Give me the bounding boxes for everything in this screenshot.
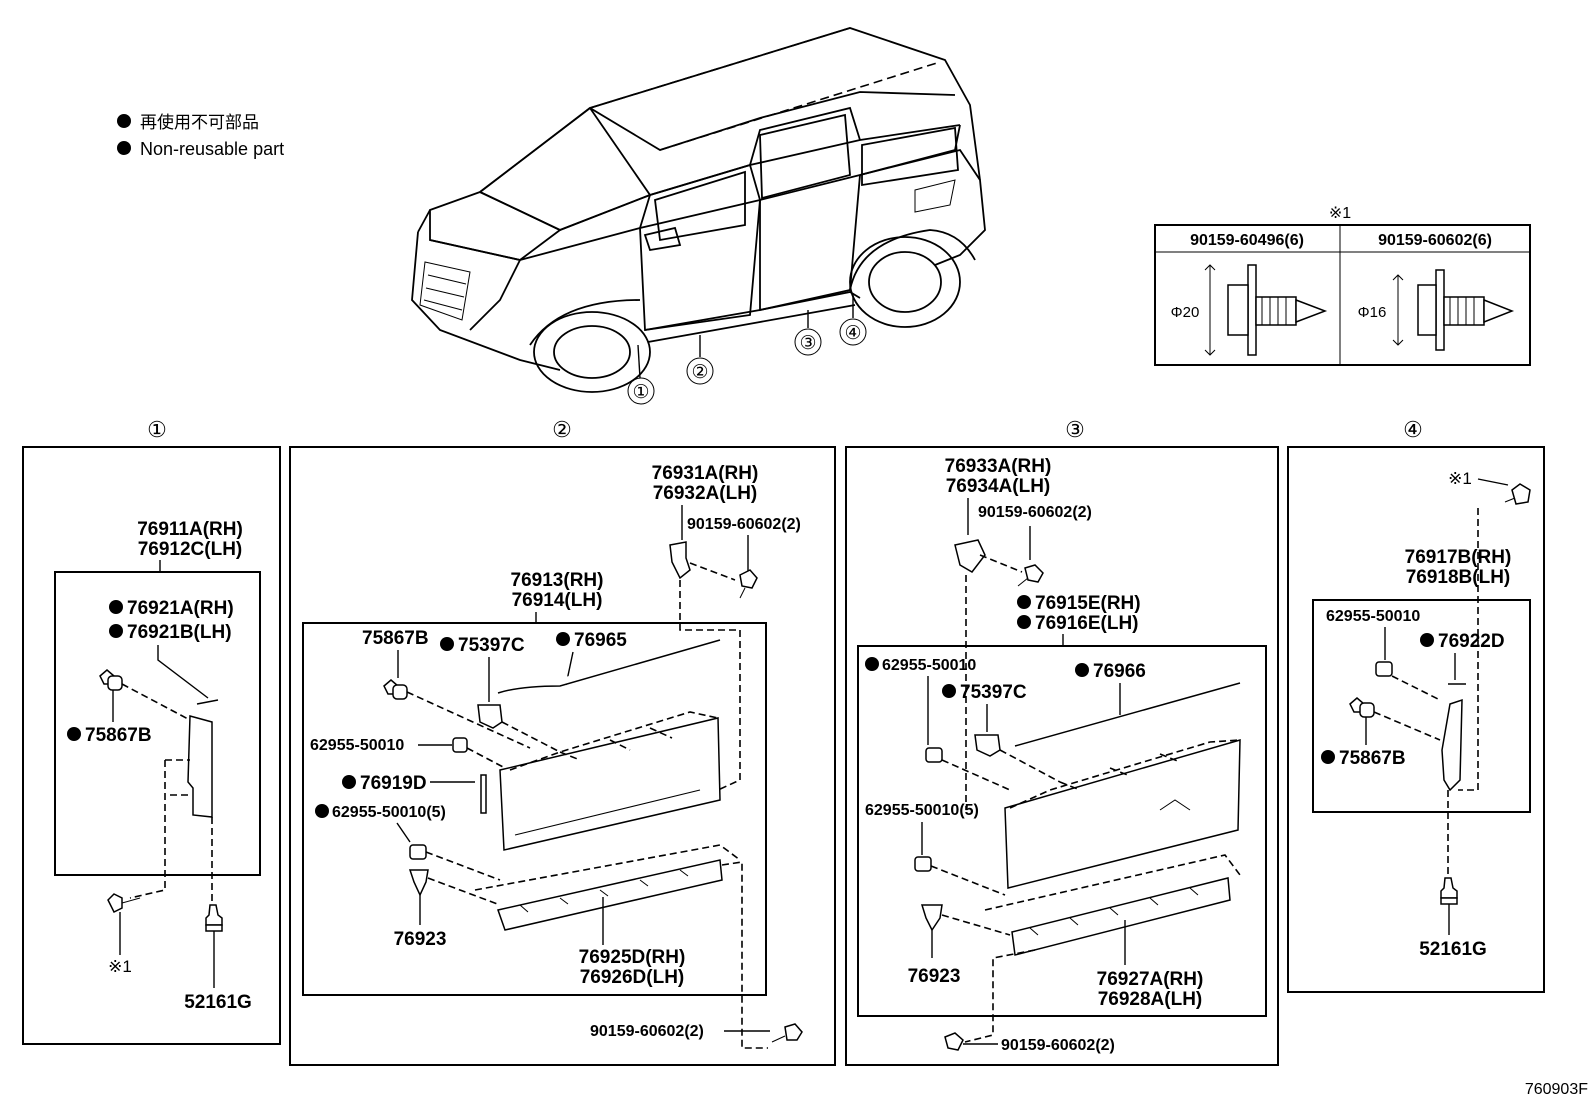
label-screw-top: 90159-60602(2) — [687, 516, 801, 533]
bullet-icon — [1075, 663, 1089, 677]
callout-2: ② — [691, 362, 708, 383]
panel-2: ② 76931A(RH) 76932A(LH) 90159-60602(2) 7… — [289, 417, 836, 1066]
table-col2-dim: Φ16 — [1358, 304, 1387, 321]
legend-en: Non-reusable part — [140, 139, 284, 159]
legend-jp: 再使用不可部品 — [140, 112, 259, 132]
label-bracket-rh: 76931A(RH) — [652, 463, 759, 484]
label-assy-lh: 76914(LH) — [512, 590, 603, 611]
label-screw-bottom: 90159-60602(2) — [1001, 1037, 1115, 1054]
label-p1-lh: 76921B(LH) — [127, 622, 232, 643]
legend: 再使用不可部品 Non-reusable part — [117, 112, 284, 159]
label-assy-lh: 76916E(LH) — [1035, 613, 1139, 634]
panel-3-title: ③ — [1065, 417, 1085, 442]
screw-icon — [1392, 269, 1515, 351]
label-grommet: 62955-50010 — [310, 737, 404, 754]
callout-1: ① — [632, 382, 649, 403]
label-clip-c: 76923 — [908, 966, 961, 987]
bullet-icon — [109, 600, 123, 614]
label-assy-lh: 76912C(LH) — [138, 539, 243, 560]
label-clip-b: 75397C — [960, 682, 1027, 703]
bullet-icon — [556, 632, 570, 646]
label-bottom: 52161G — [1419, 939, 1487, 960]
label-clip-b: 75397C — [458, 635, 525, 656]
label-bracket-lh: 76932A(LH) — [653, 483, 758, 504]
label-p1-rh: 76921A(RH) — [127, 598, 234, 619]
bullet-icon — [117, 141, 131, 155]
label-screw-bottom: 90159-60602(2) — [590, 1023, 704, 1040]
callout-4: ④ — [844, 323, 861, 344]
bullet-icon — [1017, 615, 1031, 629]
label-note: ※1 — [108, 957, 132, 976]
label-grommet: 62955-50010 — [882, 657, 976, 674]
table-col1-part: 90159-60496(6) — [1190, 232, 1304, 249]
figure-code: 760903F — [1525, 1081, 1588, 1098]
table-col2-part: 90159-60602(6) — [1378, 232, 1492, 249]
panel-4: ④ ※1 76917B(RH) 76918B(LH) 62955-50010 7… — [1287, 417, 1545, 993]
label-bracket-lh: 76934A(LH) — [946, 476, 1051, 497]
label-grommet: 62955-50010 — [1326, 608, 1420, 625]
bullet-icon — [1420, 633, 1434, 647]
label-assy-rh: 76915E(RH) — [1035, 593, 1141, 614]
label-tape: 76922D — [1438, 631, 1505, 652]
label-assy-rh: 76911A(RH) — [137, 519, 243, 540]
label-assy-rh: 76917B(RH) — [1405, 547, 1512, 568]
label-lower-lh: 76926D(LH) — [580, 967, 685, 988]
label-lower-rh: 76927A(RH) — [1097, 969, 1204, 990]
table-note: ※1 — [1329, 205, 1351, 222]
panel-1: ① 76911A(RH) 76912C(LH) 76921A(RH) 76921… — [22, 417, 281, 1045]
label-lower-rh: 76925D(RH) — [579, 947, 686, 968]
table-col1-dim: Φ20 — [1171, 304, 1200, 321]
label-clip: 75867B — [1339, 748, 1406, 769]
clip-icon — [408, 869, 429, 897]
bullet-icon — [440, 637, 454, 651]
label-assy-rh: 76913(RH) — [511, 570, 604, 591]
bullet-icon — [1321, 750, 1335, 764]
screw-icon — [1017, 564, 1044, 587]
panel-2-title: ② — [552, 417, 572, 442]
screw-icon — [739, 569, 758, 599]
bullet-icon — [1017, 595, 1031, 609]
bullet-icon — [109, 624, 123, 638]
label-grommet5: 62955-50010(5) — [332, 804, 446, 821]
rivet-icon — [205, 904, 223, 932]
label-bracket-rh: 76933A(RH) — [945, 456, 1052, 477]
label-bottom: 52161G — [184, 992, 252, 1013]
label-clip: 75867B — [85, 725, 152, 746]
label-tape: 76919D — [360, 773, 427, 794]
clip-icon — [1349, 697, 1375, 718]
panel-4-title: ④ — [1403, 417, 1423, 442]
label-clip-a: 75867B — [362, 628, 429, 649]
screw-icon — [1504, 483, 1531, 505]
label-screw-top: 90159-60602(2) — [978, 504, 1092, 521]
bullet-icon — [315, 804, 329, 818]
clip-icon — [477, 704, 503, 729]
rivet-icon — [1440, 877, 1458, 905]
vehicle-illustration: ① ② ③ ④ — [411, 27, 986, 405]
screw-icon — [771, 1023, 803, 1043]
bullet-icon — [342, 775, 356, 789]
panel-1-title: ① — [147, 417, 167, 442]
fastener-table: ※1 90159-60496(6) 90159-60602(6) Φ20 Φ16 — [1154, 205, 1531, 366]
label-assy-lh: 76918B(LH) — [1406, 567, 1511, 588]
label-strip: 76965 — [574, 630, 627, 651]
label-clip-c: 76923 — [394, 929, 447, 950]
label-lower-lh: 76928A(LH) — [1098, 989, 1203, 1010]
label-grommet5: 62955-50010(5) — [865, 802, 979, 819]
bullet-icon — [942, 684, 956, 698]
bullet-icon — [865, 657, 879, 671]
label-strip: 76966 — [1093, 661, 1146, 682]
label-note: ※1 — [1448, 469, 1472, 488]
bullet-icon — [67, 727, 81, 741]
screw-icon — [107, 893, 141, 914]
clip-icon — [383, 679, 408, 700]
panel-3: ③ 76933A(RH) 76934A(LH) 90159-60602(2) 7… — [845, 417, 1279, 1066]
clip-icon — [99, 669, 123, 691]
screw-icon — [1204, 264, 1328, 356]
bullet-icon — [117, 114, 131, 128]
callout-3: ③ — [799, 333, 816, 354]
screw-icon — [944, 1032, 964, 1051]
